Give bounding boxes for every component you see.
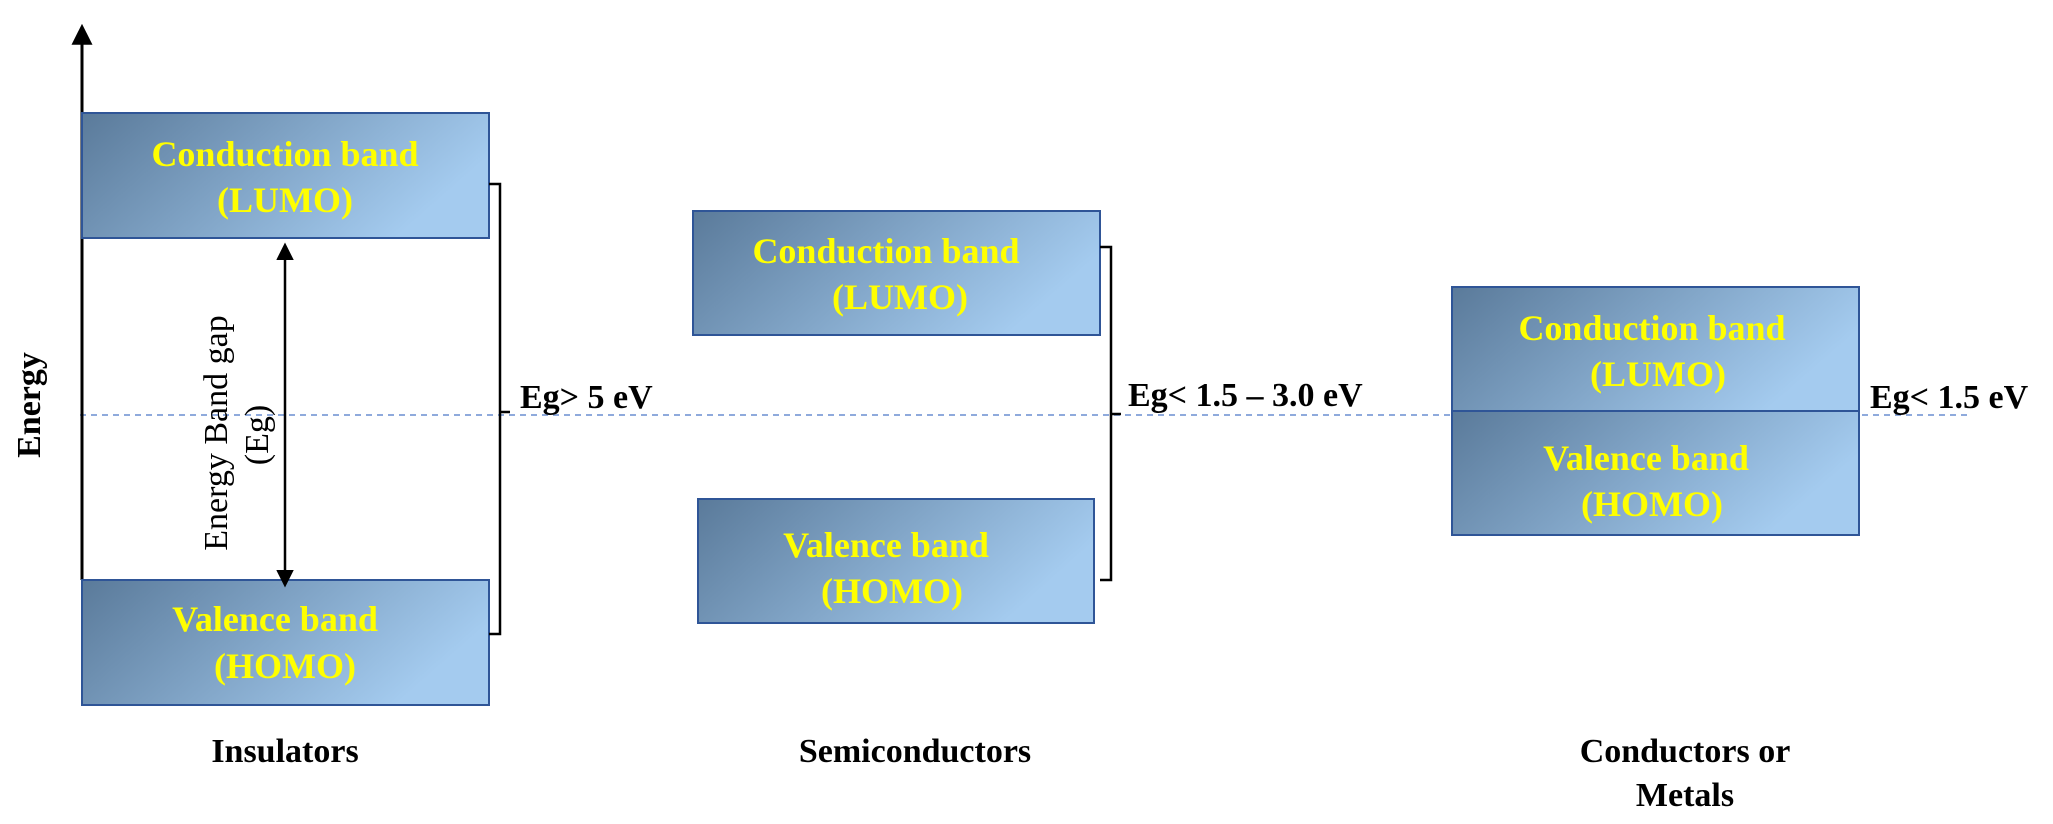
- semiconductor-conduction-label: Conduction band: [752, 231, 1019, 271]
- insulator-valence-band: [81, 579, 490, 706]
- insulators-category-label: Insulators: [211, 733, 358, 770]
- insulator-conduction-sublabel: (LUMO): [217, 180, 353, 220]
- semiconductors-group: Conduction band (LUMO) Valence band (HOM…: [692, 210, 1363, 770]
- semiconductor-gap-value: Eg< 1.5 – 3.0 eV: [1128, 377, 1363, 414]
- semiconductor-valence-sublabel: (HOMO): [821, 571, 963, 611]
- conductors-category-sublabel: Metals: [1636, 777, 1734, 814]
- insulator-gap-arrow-sublabel: (Eg): [239, 405, 276, 465]
- conductor-gap-value: Eg< 1.5 eV: [1870, 379, 2029, 416]
- insulator-valence-sublabel: (HOMO): [214, 646, 356, 686]
- conductor-valence-label: Valence band: [1543, 438, 1749, 478]
- semiconductors-category-label: Semiconductors: [799, 733, 1031, 770]
- conductor-conduction-label: Conduction band: [1518, 308, 1785, 348]
- conductor-valence-sublabel: (HOMO): [1581, 484, 1723, 524]
- conductors-group: Conduction band (LUMO) Valence band (HOM…: [1451, 286, 2029, 814]
- energy-axis-label: Energy: [11, 352, 48, 458]
- insulator-conduction-label: Conduction band: [151, 134, 418, 174]
- conductors-category-label: Conductors or: [1580, 733, 1791, 770]
- conductor-valence-band: [1451, 410, 1860, 536]
- semiconductor-gap-bracket: [1100, 245, 1113, 582]
- insulator-valence-label: Valence band: [172, 599, 378, 639]
- semiconductor-conduction-sublabel: (LUMO): [832, 277, 968, 317]
- conductor-conduction-sublabel: (LUMO): [1590, 354, 1726, 394]
- conductor-conduction-band: [1451, 286, 1860, 412]
- insulator-conduction-band: [81, 112, 490, 239]
- insulator-gap-arrow-label: Energy Band gap: [198, 315, 235, 550]
- insulators-group: Conduction band (LUMO) Valence band (HOM…: [81, 112, 653, 770]
- semiconductor-valence-label: Valence band: [783, 525, 989, 565]
- semiconductor-conduction-band: [692, 210, 1101, 336]
- insulator-gap-bracket: [489, 182, 502, 636]
- insulator-gap-value: Eg> 5 eV: [520, 379, 653, 416]
- semiconductor-valence-band: [697, 498, 1095, 624]
